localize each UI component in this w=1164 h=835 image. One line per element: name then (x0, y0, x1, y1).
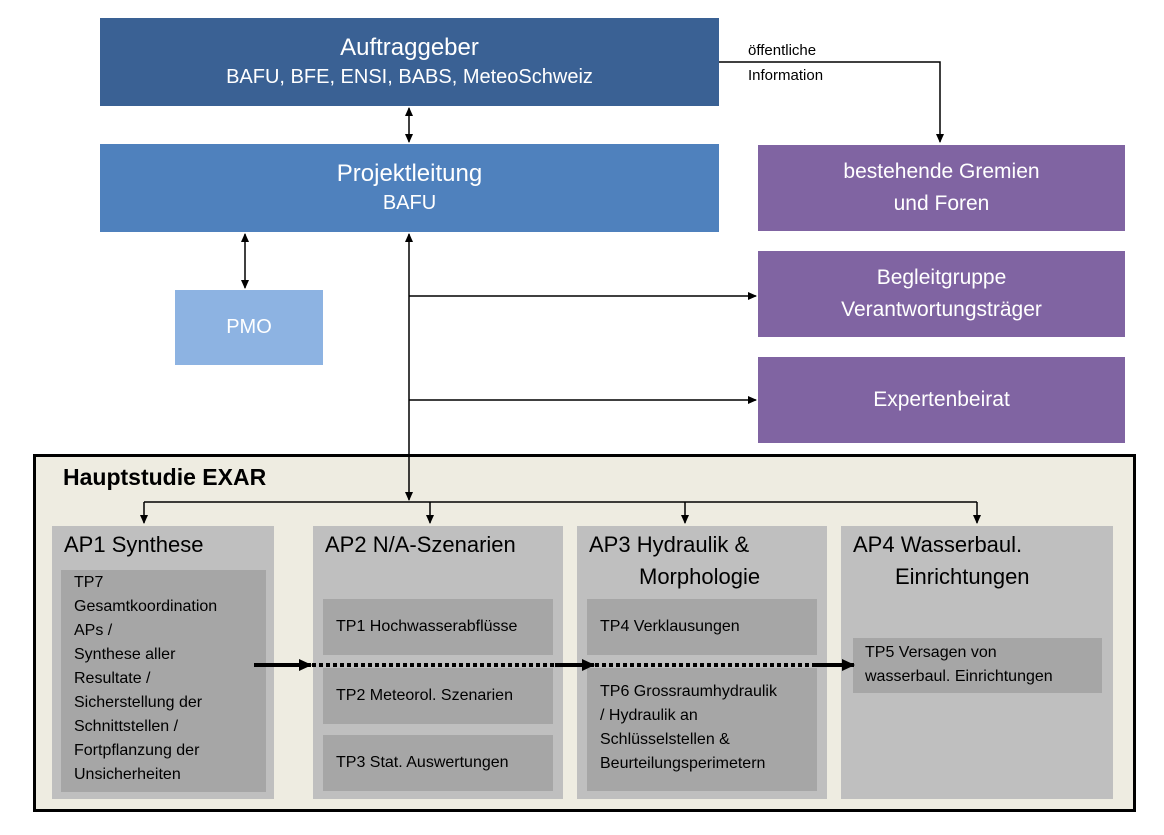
sub-project-tp4: TP4 Verklausungen (587, 599, 817, 655)
tp5-line: wasserbaul. Einrichtungen (865, 668, 1053, 685)
projektleitung-org: BAFU (382, 192, 437, 214)
tp4-label: TP4 Verklausungen (600, 618, 740, 635)
public-information-label: öffentliche Information (748, 38, 823, 88)
ap2-title: AP2 N/A-Szenarien (325, 532, 516, 557)
sub-project-tp1: TP1 Hochwasserabflüsse (323, 599, 553, 655)
tp6-line: TP6 Grossraumhydraulik (600, 683, 777, 700)
tp3-label: TP3 Stat. Auswertungen (336, 754, 509, 771)
auftraggeber-members: BAFU, BFE, ENSI, BABS, MeteoSchweiz (226, 66, 593, 88)
tp7-line: Schnittstellen / (74, 718, 179, 735)
begleitgruppe-box: Begleitgruppe Verantwortungsträger (758, 251, 1125, 337)
expertenbeirat-box: Expertenbeirat (758, 357, 1125, 443)
tp6-line: / Hydraulik an (600, 707, 698, 724)
tp5-line: TP5 Versagen von (865, 644, 997, 661)
projektleitung-box: Projektleitung BAFU (100, 144, 719, 232)
ap4-title-line2: Einrichtungen (895, 564, 1030, 589)
ap3-title-line1: AP3 Hydraulik & (589, 532, 750, 557)
pmo-box: PMO (175, 290, 323, 365)
pmo-label: PMO (226, 316, 272, 338)
tp7-line: TP7 (74, 574, 104, 591)
tp6-line: Beurteilungsperimetern (600, 755, 766, 772)
gremien-line1: bestehende Gremien (843, 160, 1040, 183)
begleitgruppe-line2: Verantwortungsträger (841, 298, 1042, 321)
hauptstudie-title: Hauptstudie EXAR (63, 464, 267, 490)
tp7-line: Resultate / (74, 670, 151, 687)
tp7-line: Unsicherheiten (74, 766, 181, 783)
expertenbeirat-label: Expertenbeirat (873, 388, 1010, 411)
auftraggeber-title: Auftraggeber (340, 34, 479, 61)
bestehende-gremien-box: bestehende Gremien und Foren (758, 145, 1125, 231)
sub-project-tp5: TP5 Versagen von wasserbaul. Einrichtung… (853, 638, 1102, 693)
sub-project-tp3: TP3 Stat. Auswertungen (323, 735, 553, 791)
tp1-label: TP1 Hochwasserabflüsse (336, 618, 518, 635)
tp7-line: APs / (74, 622, 113, 639)
projektleitung-title: Projektleitung (336, 160, 483, 187)
ap4-title-line1: AP4 Wasserbaul. (853, 532, 1023, 557)
info-label-line2: Information (748, 67, 824, 84)
info-label-line1: öffentliche (748, 42, 817, 59)
tp7-line: Gesamtkoordination (74, 598, 218, 615)
tp7-line: Synthese aller (74, 646, 176, 663)
sub-project-tp6: TP6 Grossraumhydraulik / Hydraulik an Sc… (587, 668, 817, 791)
sub-project-tp2: TP2 Meteorol. Szenarien (323, 668, 553, 724)
tp7-line: Fortpflanzung der (74, 742, 200, 759)
gremien-line2: und Foren (893, 192, 990, 215)
sub-project-tp7: TP7 Gesamtkoordination APs / Synthese al… (61, 570, 266, 792)
tp7-line: Sicherstellung der (74, 694, 203, 711)
tp2-label: TP2 Meteorol. Szenarien (336, 687, 513, 704)
begleitgruppe-line1: Begleitgruppe (876, 266, 1007, 289)
tp6-line: Schlüsselstellen & (600, 731, 730, 748)
ap1-title: AP1 Synthese (64, 532, 204, 557)
ap3-title-line2: Morphologie (639, 564, 761, 589)
auftraggeber-box: Auftraggeber BAFU, BFE, ENSI, BABS, Mete… (100, 18, 719, 106)
